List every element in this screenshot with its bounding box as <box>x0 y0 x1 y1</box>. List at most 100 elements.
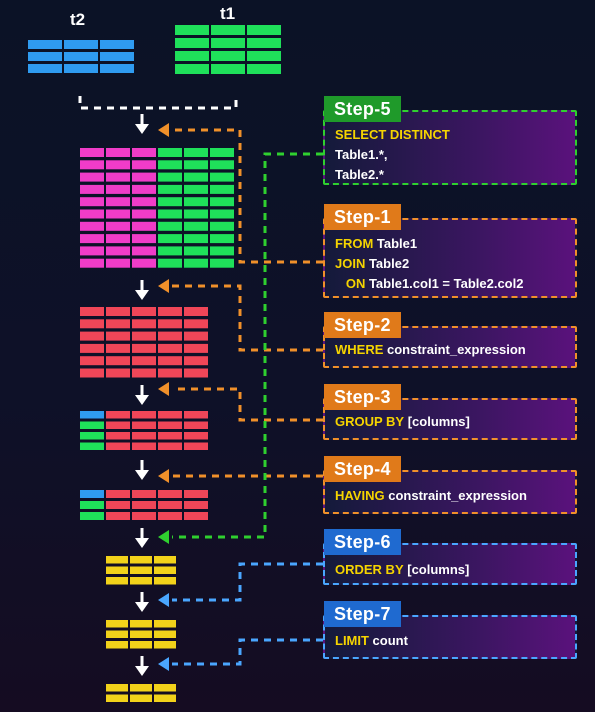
step-3-box: GROUP BY [columns] <box>323 398 577 440</box>
joined-table-cell <box>210 258 234 268</box>
limit-table-cell <box>154 694 176 702</box>
having-table-cell <box>80 512 104 520</box>
groupby-table-cell <box>158 432 182 440</box>
joined-table-cell <box>184 148 208 157</box>
step-3-code: GROUP BY [columns] <box>335 412 470 432</box>
step-5-connector <box>172 152 323 539</box>
groupby-table-cell <box>132 421 156 429</box>
groupby-table-cell <box>184 442 208 450</box>
where-table-cell <box>132 368 156 378</box>
where-table-cell <box>80 307 104 316</box>
joined-table-cell <box>106 172 130 182</box>
joined-table-cell <box>106 246 130 256</box>
t2-label: t2 <box>70 10 86 29</box>
step-7-tab: Step-7 <box>324 601 401 627</box>
limit-table-cell <box>130 694 152 702</box>
joined-table-cell <box>106 160 130 170</box>
step-5-tx-2: Table1.*, <box>335 147 388 162</box>
where-table-cell <box>184 331 208 341</box>
where-table-cell <box>158 356 182 366</box>
arrow-down-where <box>135 290 149 300</box>
select-table-cell <box>130 577 152 585</box>
t2-table-cell <box>28 64 62 73</box>
step-7-tx-1: count <box>368 633 408 648</box>
groupby-table-cell <box>106 411 130 419</box>
step-2-tx-1: constraint_expression <box>383 342 526 357</box>
joined-table-cell <box>106 234 130 244</box>
where-table-cell <box>106 368 130 378</box>
where-table-cell <box>106 331 130 341</box>
where-table-cell <box>106 343 130 353</box>
step-7-code: LIMIT count <box>335 631 408 651</box>
orderby-table-cell <box>130 641 152 649</box>
step-5-box: SELECT DISTINCT Table1.*, Table2.* <box>323 110 577 185</box>
orderby-table-cell <box>106 620 128 628</box>
joined-table-cell <box>80 197 104 207</box>
joined-table-cell <box>158 160 182 170</box>
groupby-table-cell <box>132 411 156 419</box>
step-6-tx-1: [columns] <box>403 562 470 577</box>
where-table-cell <box>106 356 130 366</box>
orderby-table-cell <box>154 620 176 628</box>
step-4-kw-1: HAVING <box>335 488 385 503</box>
joined-table-cell <box>210 184 234 194</box>
t1-table-cell <box>175 64 209 74</box>
groupby-table-cell <box>80 411 104 419</box>
select-table-cell <box>154 577 176 585</box>
t1-table-cell <box>247 51 281 61</box>
joined-table-cell <box>132 184 156 194</box>
joined-table-cell <box>80 160 104 170</box>
where-table-cell <box>132 307 156 316</box>
joined-table-cell <box>106 221 130 231</box>
step-5-arrowhead <box>158 530 169 544</box>
t1-table-cell <box>247 64 281 74</box>
orderby-table-cell <box>106 641 128 649</box>
step-6-tab: Step-6 <box>324 529 401 555</box>
t1-table-cell <box>175 25 209 35</box>
having-table-cell <box>106 501 130 509</box>
step-5-kw-1: SELECT DISTINCT <box>335 127 450 142</box>
step-2-tab: Step-2 <box>324 312 401 338</box>
arrow-down-select <box>135 538 149 548</box>
arrow-down-having <box>135 470 149 480</box>
t2-table-cell <box>64 40 98 49</box>
having-table-cell <box>184 512 208 520</box>
where-table-cell <box>80 356 104 366</box>
t2-table-cell <box>100 52 134 61</box>
step-6-code: ORDER BY [columns] <box>335 560 469 580</box>
joined-table-cell <box>132 197 156 207</box>
having-table-cell <box>80 490 104 498</box>
t1-table-cell <box>175 51 209 61</box>
having-table-cell <box>80 501 104 509</box>
t2-table-cell <box>28 40 62 49</box>
step-5-tab: Step-5 <box>324 96 401 122</box>
joined-table-cell <box>184 209 208 219</box>
step-1-tx-3: Table1.col1 = Table2.col2 <box>365 276 524 291</box>
step-1-tx-2: Table2 <box>365 256 410 271</box>
joined-table-cell <box>106 258 130 268</box>
limit-table-cell <box>154 684 176 692</box>
select-table-cell <box>106 566 128 574</box>
where-table-cell <box>184 307 208 316</box>
t2-table-cell <box>64 64 98 73</box>
step-1-tab: Step-1 <box>324 204 401 230</box>
step-4-code: HAVING constraint_expression <box>335 486 527 506</box>
step-3-connector <box>172 387 323 422</box>
where-table-cell <box>132 356 156 366</box>
step-3-tab: Step-3 <box>324 384 401 410</box>
orderby-table-cell <box>106 630 128 638</box>
joined-table-cell <box>158 209 182 219</box>
where-table-cell <box>106 319 130 329</box>
step-7-kw-1: LIMIT <box>335 633 369 648</box>
where-table-cell <box>184 368 208 378</box>
joined-table-cell <box>184 172 208 182</box>
arrow-down-orderby <box>135 602 149 612</box>
step-1-arrowhead <box>158 123 169 137</box>
arrow-down-limit <box>135 666 149 676</box>
joined-table-cell <box>210 221 234 231</box>
groupby-table-cell <box>80 442 104 450</box>
select-table-cell <box>154 566 176 574</box>
step-4-tx-1: constraint_expression <box>384 488 527 503</box>
joined-table-cell <box>158 221 182 231</box>
step-6-box: ORDER BY [columns] <box>323 543 577 585</box>
